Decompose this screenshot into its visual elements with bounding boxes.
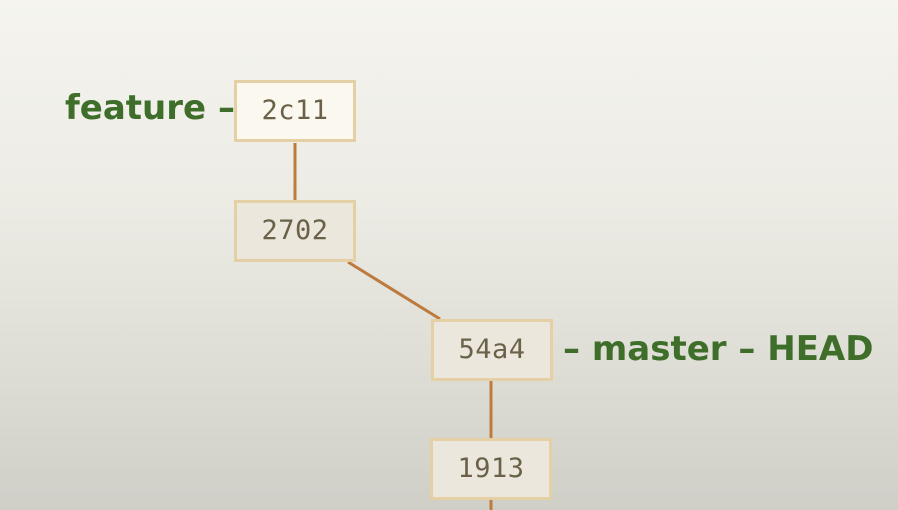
- commit-hash: 54a4: [458, 334, 526, 365]
- commit-hash: 2702: [261, 215, 329, 246]
- commit-node-1913: 1913: [430, 438, 552, 500]
- label-separator: –: [738, 329, 756, 369]
- commit-hash: 1913: [457, 453, 525, 484]
- label-separator: –: [563, 329, 580, 369]
- branch-name-master: master: [591, 329, 727, 369]
- commit-node-2702: 2702: [234, 200, 356, 262]
- branch-name-feature: feature: [65, 88, 207, 128]
- commit-hash: 2c11: [261, 95, 329, 126]
- feature-branch-label: feature –: [65, 88, 235, 128]
- master-branch-label: – master – HEAD: [563, 329, 873, 369]
- commit-node-54a4: 54a4: [431, 319, 553, 381]
- label-separator: –: [217, 88, 235, 128]
- commit-node-2c11: 2c11: [234, 80, 356, 142]
- head-pointer-label: HEAD: [767, 329, 874, 369]
- edge-2702-54a4: [347, 260, 441, 321]
